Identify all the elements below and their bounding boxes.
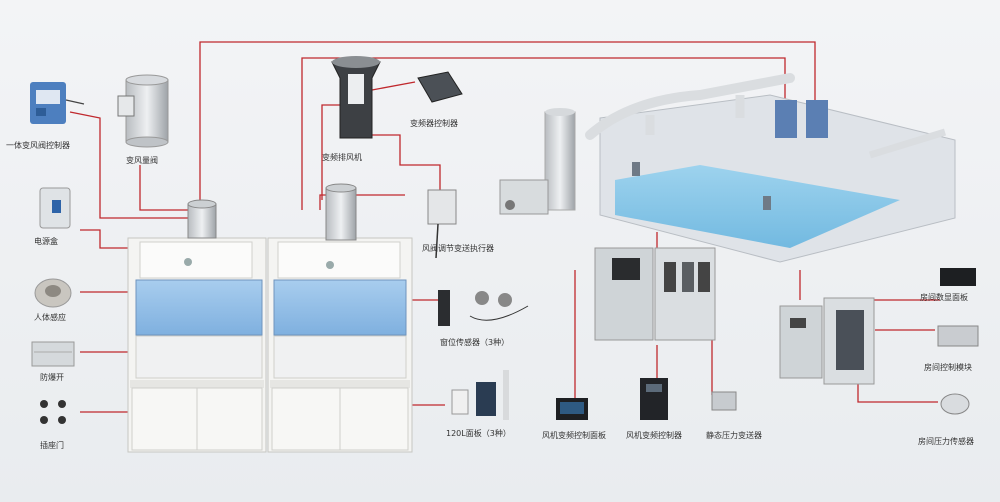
inverter-icon — [640, 378, 668, 420]
wire-controller — [371, 81, 416, 91]
air-valve-on-hood-right — [325, 183, 357, 241]
label-valve-actuator: 风阀调节变送执行器 — [422, 244, 494, 253]
wire-mid — [319, 194, 405, 210]
label-room-pressure: 房间压力传感器 — [918, 437, 974, 446]
fume-hood-left — [127, 237, 267, 453]
fume-hood-right — [267, 237, 413, 453]
label-sensor-human: 人体感应 — [34, 313, 66, 322]
damper-actuator-icon — [30, 82, 85, 124]
label-room-controller: 风机变频控制面板 — [542, 431, 606, 440]
exhaust-fan-icon — [331, 56, 381, 139]
label-inverter: 风机变频控制器 — [626, 431, 682, 440]
label-socket: 插座门 — [40, 441, 64, 450]
wire-actuator — [69, 111, 190, 219]
label-pressure-gauge: 静态压力变送器 — [706, 431, 762, 440]
socket-icon — [40, 400, 66, 424]
label-window-sensor: 窗位传感器（3种） — [440, 338, 510, 347]
wire-top-bus — [199, 41, 816, 210]
label-variable-air-valve: 变风量阀 — [126, 156, 158, 165]
wire-fan2 — [321, 104, 340, 200]
room-module-device — [937, 325, 979, 347]
air-valve-icon — [117, 74, 169, 148]
pressure-transmitter-icon — [711, 391, 737, 411]
room-screen-device — [940, 268, 976, 286]
controller-module-icon — [417, 71, 463, 103]
right-control-cabinet — [779, 297, 875, 385]
label-power-box: 电源盒 — [34, 237, 58, 246]
wire-airvalve — [139, 165, 190, 211]
power-box-icon — [39, 187, 71, 229]
room-pressure-device — [940, 393, 970, 415]
label-room-screen: 房间数显面板 — [920, 293, 968, 302]
label-explosion-switch: 防爆开 — [40, 373, 64, 382]
wire-fan2b — [360, 134, 441, 195]
label-vfd-controller: 变频器控制器 — [410, 119, 458, 128]
valve-actuator-module — [427, 189, 457, 259]
air-valve-on-hood-left — [187, 199, 217, 239]
motion-sensor-icon — [34, 278, 72, 308]
lcd-panel-icon — [451, 370, 509, 420]
lab-room-icon — [585, 73, 956, 263]
label-exhaust-fan: 变频排风机 — [322, 153, 362, 162]
wire-powerbox — [80, 229, 130, 249]
scrubber-tower-icon — [499, 108, 576, 215]
explosion-switch-icon — [31, 341, 75, 367]
room-controller-screen — [556, 398, 588, 420]
label-panel-lcd: 120L面板（3种） — [446, 429, 511, 438]
label-room-module: 房间控制模块 — [924, 363, 972, 372]
label-integrated-actuator: 一体变风阀控制器 — [6, 141, 70, 150]
control-cabinet-icon — [594, 247, 716, 341]
window-sensor-icon — [438, 290, 529, 326]
